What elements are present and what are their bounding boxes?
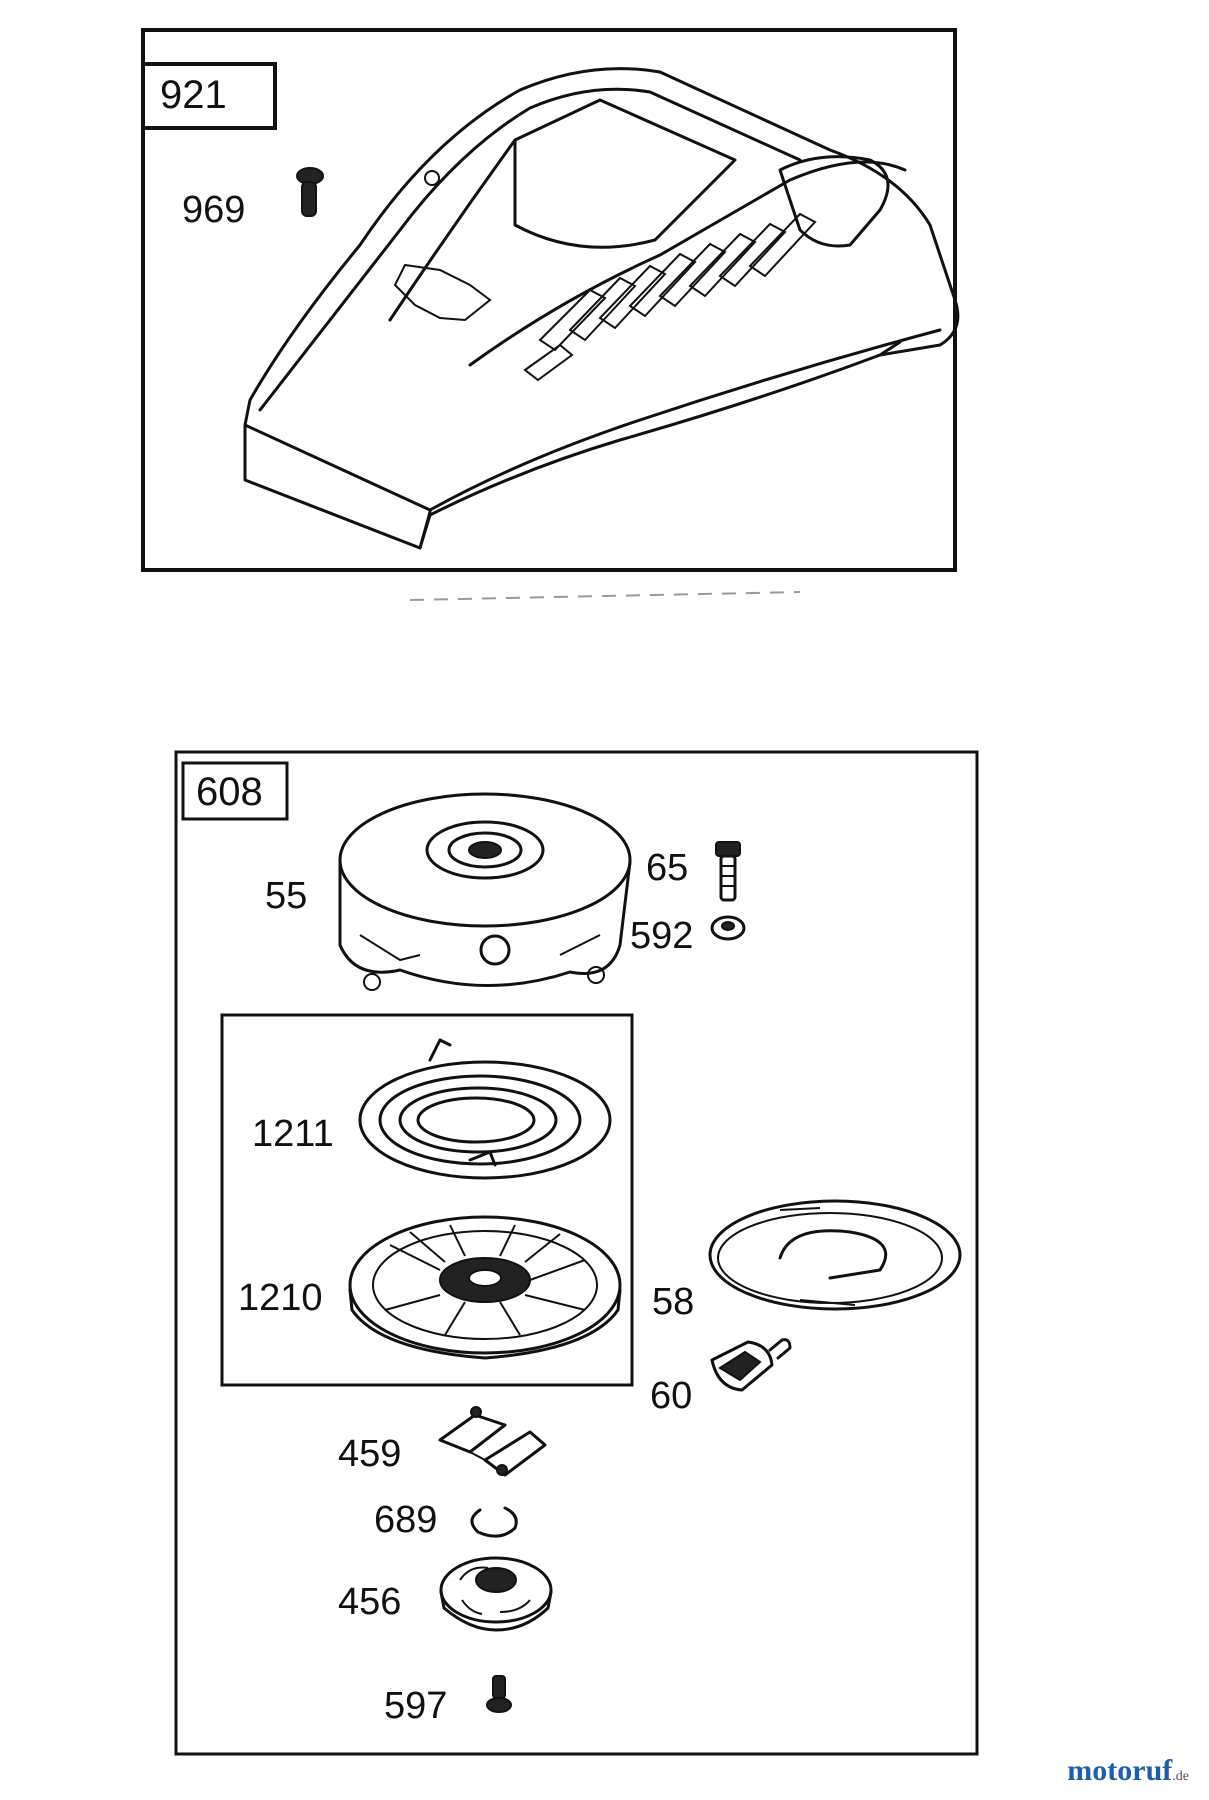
ratchet-459-drawing bbox=[438, 1406, 547, 1477]
callout-597: 597 bbox=[384, 1685, 447, 1727]
panel-frame bbox=[174, 750, 979, 1756]
blower-housing-panel: 921 969 bbox=[141, 28, 960, 572]
callout-969: 969 bbox=[182, 189, 245, 231]
panel-label-921: 921 bbox=[160, 73, 227, 117]
callout-60: 60 bbox=[650, 1375, 692, 1417]
callout-459: 459 bbox=[338, 1433, 401, 1475]
panel-label-608: 608 bbox=[196, 770, 263, 814]
scan-artifact bbox=[409, 591, 801, 601]
callout-592: 592 bbox=[630, 915, 693, 957]
callout-55: 55 bbox=[265, 875, 307, 917]
callout-689: 689 bbox=[374, 1499, 437, 1541]
sub-assembly-frame bbox=[220, 1013, 634, 1387]
callout-65: 65 bbox=[646, 847, 688, 889]
callout-58: 58 bbox=[652, 1281, 694, 1323]
retainer-689-drawing bbox=[470, 1506, 518, 1538]
callout-1211: 1211 bbox=[252, 1113, 334, 1155]
bolt-65-drawing bbox=[715, 841, 741, 902]
watermark-brand: motoruf bbox=[1067, 1754, 1173, 1787]
starter-handle-60-drawing bbox=[710, 1338, 792, 1392]
nut-592-drawing bbox=[710, 915, 746, 941]
watermark-suffix: .de bbox=[1172, 1769, 1189, 1784]
watermark-logo: motoruf.de bbox=[1067, 1754, 1189, 1788]
rewind-spring-1211-drawing bbox=[358, 1038, 612, 1180]
screw-597-drawing bbox=[486, 1675, 512, 1713]
pulley-1210-drawing bbox=[348, 1215, 622, 1360]
ratchet-cover-456-drawing bbox=[439, 1556, 553, 1632]
callout-456: 456 bbox=[338, 1581, 401, 1623]
starter-rope-58-drawing bbox=[708, 1199, 962, 1311]
callout-1210: 1210 bbox=[238, 1277, 323, 1319]
rewind-starter-panel: 608 55 65 592 bbox=[174, 750, 979, 1756]
blower-housing-drawing bbox=[243, 67, 960, 550]
panel-label-box bbox=[181, 761, 289, 821]
panel-label-box bbox=[141, 62, 277, 130]
starter-housing-55-drawing bbox=[338, 792, 632, 991]
screw-969-drawing bbox=[296, 167, 324, 217]
